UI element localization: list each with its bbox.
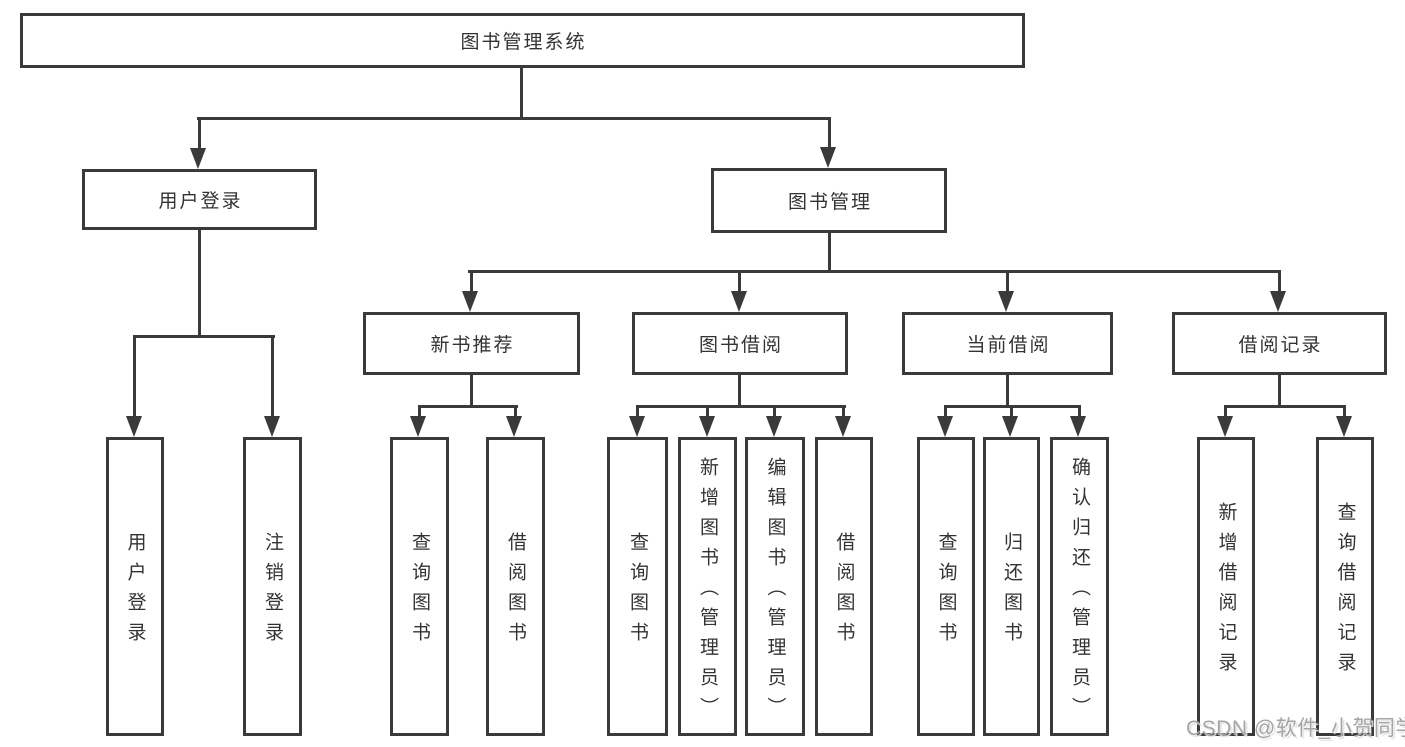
connector-line [773,405,776,419]
node-book-management: 图书管理 [711,168,947,233]
arrow-down-icon [937,416,953,437]
connector-line [133,335,136,419]
node-leaf-add-borrow-record: 新增借阅记录 [1197,437,1255,736]
arrow-down-icon [731,291,747,312]
connector-line [842,405,845,419]
arrow-down-icon [1217,416,1233,437]
arrow-down-icon [835,416,851,437]
arrow-down-icon [998,291,1014,312]
connector-line [1278,270,1281,294]
connector-line [514,405,517,419]
connector-line [1343,405,1346,419]
node-leaf-borrow-books-2: 借阅图书 [815,437,873,736]
connector-line [828,233,831,273]
node-book-borrowing: 图书借阅 [632,312,848,375]
arrow-down-icon [820,147,836,168]
connector-line [1224,405,1227,419]
connector-line [1078,405,1081,419]
node-leaf-borrow-books-1: 借阅图书 [486,437,545,736]
connector-line [418,405,518,408]
watermark: CSDN @软件_小贺同学 [1186,717,1405,740]
node-leaf-query-books-3: 查询图书 [917,437,975,736]
connector-line [636,405,639,419]
connector-line [1006,375,1009,408]
arrow-down-icon [506,416,522,437]
connector-line [1224,405,1346,408]
arrow-down-icon [410,416,426,437]
connector-line [470,270,473,294]
arrow-down-icon [190,148,206,169]
arrow-down-icon [699,416,715,437]
connector-line [828,117,831,150]
arrow-down-icon [629,416,645,437]
node-leaf-logout: 注销登录 [243,437,302,736]
connector-line [738,270,741,294]
arrow-down-icon [1270,291,1286,312]
node-leaf-query-books-2: 查询图书 [607,437,668,736]
arrow-down-icon [264,416,280,437]
connector-line [271,335,274,419]
connector-line [1006,270,1009,294]
connector-line [198,230,201,338]
connector-line [706,405,709,419]
connector-line [944,405,947,419]
arrow-down-icon [126,416,142,437]
node-leaf-confirm-return-admin: 确认归还（管理员） [1050,437,1109,736]
node-current-borrowing: 当前借阅 [902,312,1113,375]
node-leaf-user-login: 用户登录 [106,437,164,736]
arrow-down-icon [1070,416,1086,437]
connector-line [468,270,1280,273]
node-leaf-return-books: 归还图书 [983,437,1040,736]
node-leaf-query-borrow-record: 查询借阅记录 [1316,437,1374,736]
node-leaf-add-books-admin: 新增图书（管理员） [678,437,737,736]
connector-line [738,375,741,408]
arrow-down-icon [1336,416,1352,437]
node-leaf-query-books-1: 查询图书 [390,437,449,736]
connector-line [1010,405,1013,419]
arrow-down-icon [766,416,782,437]
connector-line [133,335,275,338]
connector-line [197,117,831,120]
node-user-login: 用户登录 [82,169,317,230]
node-library-management-system: 图书管理系统 [20,13,1025,68]
connector-line [470,375,473,408]
connector-line [1278,375,1281,408]
node-leaf-edit-books-admin: 编辑图书（管理员） [745,437,805,736]
node-borrowing-records: 借阅记录 [1172,312,1387,375]
arrow-down-icon [1002,416,1018,437]
connector-line [636,405,846,408]
connector-line [520,66,523,119]
node-new-book-recommendation: 新书推荐 [363,312,580,375]
arrow-down-icon [462,291,478,312]
connector-line [198,117,201,151]
connector-line [418,405,421,419]
